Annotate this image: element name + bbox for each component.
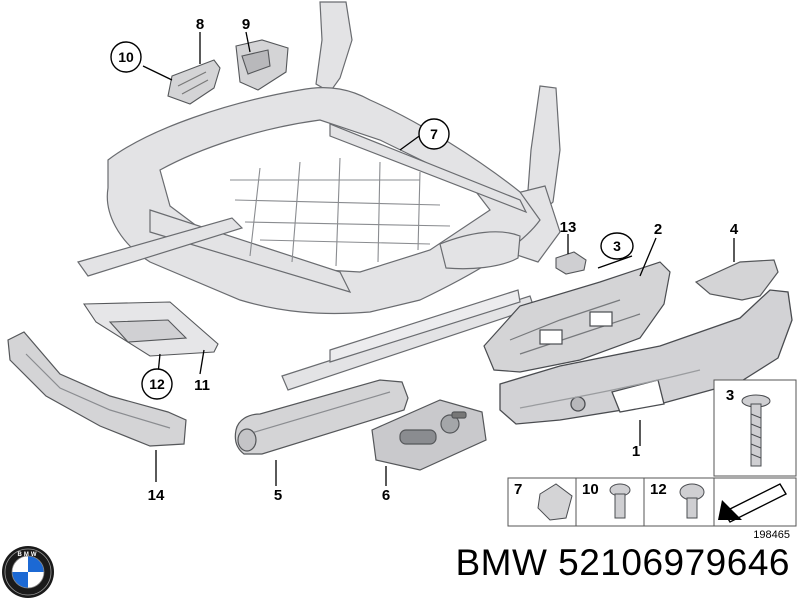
callout-circles [110, 41, 634, 400]
part-14-trim [7, 331, 187, 447]
part-number-12: 12 [149, 376, 165, 392]
part-number-7: 7 [430, 126, 438, 142]
part-number-caption: BMW 52106979646 [455, 542, 790, 583]
part-number-9: 9 [242, 16, 250, 33]
diagram-reference: 198465 [753, 529, 790, 541]
part-number-10: 10 [118, 49, 134, 65]
part-8-clip [167, 59, 221, 105]
part-number-3: 3 [613, 238, 621, 254]
part-number-4: 4 [730, 221, 739, 238]
part-11-tray [82, 301, 219, 357]
seat-springs [230, 157, 451, 267]
part-1-panel [499, 289, 793, 425]
part-number-3-legend: 3 [726, 387, 734, 404]
part-labels: 1 2 3 3 4 5 6 7 8 9 10 11 12 13 14 7 10 … [118, 16, 790, 541]
legend-box [507, 477, 797, 527]
seat-frame [77, 1, 561, 391]
legend-number-10: 10 [582, 481, 599, 498]
legend-part-3-box [713, 379, 797, 477]
part-4-cap [694, 259, 779, 301]
svg-text:BMW: BMW [18, 552, 39, 558]
part-number-14: 14 [148, 487, 165, 504]
bmw-logo: BMW [2, 546, 54, 598]
part-number-13: 13 [560, 219, 577, 236]
part-2-carrier [483, 261, 671, 373]
orientation-arrow-icon [718, 483, 787, 523]
part-number-1: 1 [632, 443, 640, 460]
leader-lines [142, 31, 735, 486]
part-5-cover [234, 379, 409, 455]
part-6-switch [371, 399, 487, 471]
part-9-cap [235, 39, 289, 91]
legend-number-7: 7 [514, 481, 522, 498]
part-number-8: 8 [196, 16, 204, 33]
part-number-6: 6 [382, 487, 390, 504]
part-number-11: 11 [194, 377, 210, 394]
legend-number-12: 12 [650, 481, 667, 498]
part-13-clip [555, 251, 587, 275]
part-number-5: 5 [274, 487, 282, 504]
part-number-2: 2 [654, 221, 662, 238]
